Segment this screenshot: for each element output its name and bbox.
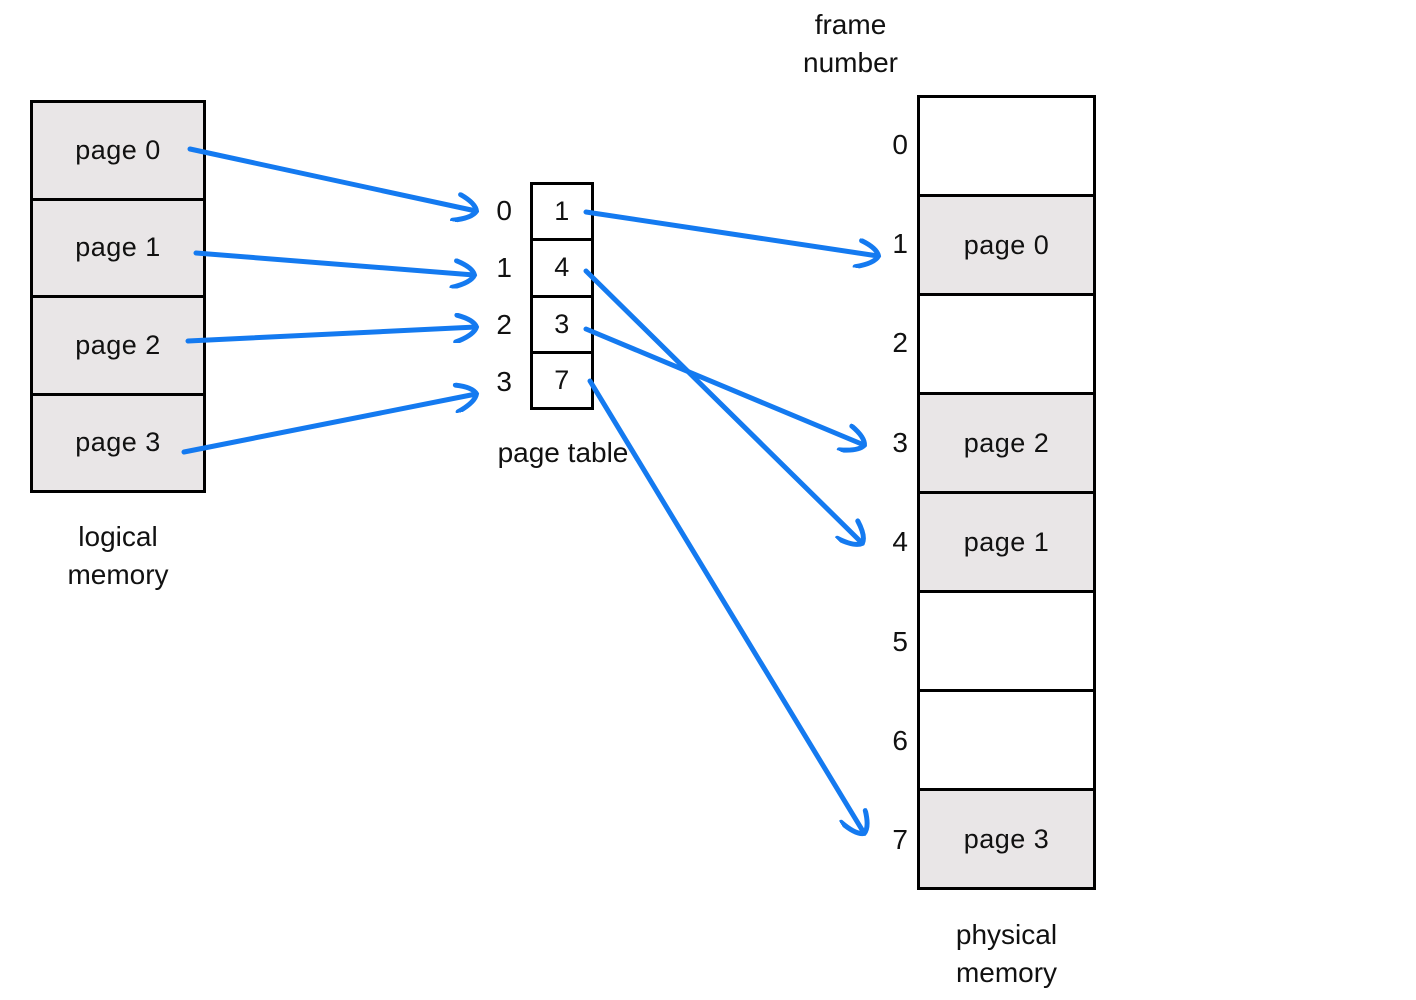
caption-line: memory xyxy=(67,559,169,590)
physical-memory-box: page 0 page 2 page 1 page 3 xyxy=(917,95,1096,890)
arrow-pt-entry0-to-frame1 xyxy=(583,209,878,256)
caption-line: physical xyxy=(955,919,1058,950)
logical-page-cell: page 2 xyxy=(33,295,203,393)
frame-number: 7 xyxy=(892,824,908,856)
physical-frame-cell: page 0 xyxy=(920,194,1093,293)
page-table-index: 3 xyxy=(496,365,512,397)
frame-number: 3 xyxy=(892,426,908,458)
page-table-value: 1 xyxy=(554,196,570,227)
page-table-cell: 4 xyxy=(533,238,591,295)
arrow-page3-to-pt-entry3 xyxy=(181,394,476,455)
arrow-page0-to-pt-entry0 xyxy=(187,146,476,211)
arrow-pt-entry1-to-frame4 xyxy=(583,268,862,543)
page-table-indices: 0 1 2 3 xyxy=(462,182,512,410)
arrow-page1-to-pt-entry1 xyxy=(193,250,474,275)
arrow-page2-to-pt-entry2 xyxy=(185,327,476,344)
logical-page-label: page 3 xyxy=(75,427,161,458)
caption-line: logical xyxy=(78,521,158,552)
page-table-cell: 7 xyxy=(533,350,591,407)
page-table-index: 1 xyxy=(496,251,512,283)
physical-frame-cell: page 2 xyxy=(920,392,1093,491)
page-table-value: 7 xyxy=(554,364,570,395)
frame-number-column: 0 1 2 3 4 5 6 7 xyxy=(856,95,908,890)
page-table-box: 1 4 3 7 xyxy=(530,182,594,410)
frame-number: 2 xyxy=(892,327,908,359)
physical-frame-cell xyxy=(920,98,1093,194)
frame-content: page 0 xyxy=(963,229,1050,260)
frame-content: page 2 xyxy=(963,427,1050,458)
logical-page-label: page 1 xyxy=(75,232,161,263)
physical-frame-cell xyxy=(920,590,1093,689)
frame-content: page 1 xyxy=(963,526,1050,557)
physical-frame-cell: page 3 xyxy=(920,788,1093,887)
logical-memory-caption: logical memory xyxy=(28,518,208,594)
logical-memory-box: page 0 page 1 page 2 page 3 xyxy=(30,100,206,493)
page-table-index: 2 xyxy=(496,308,512,340)
arrow-pt-entry2-to-frame3 xyxy=(583,326,864,445)
physical-frame-cell xyxy=(920,689,1093,788)
physical-frame-cell: page 1 xyxy=(920,491,1093,590)
page-table-cell: 3 xyxy=(533,294,591,351)
frame-content: page 3 xyxy=(963,823,1050,854)
logical-page-cell: page 1 xyxy=(33,197,203,295)
caption-line: number xyxy=(803,47,898,78)
logical-page-label: page 2 xyxy=(75,329,161,360)
page-table-value: 3 xyxy=(554,308,570,339)
caption-line: frame xyxy=(814,9,887,40)
frame-number: 6 xyxy=(892,724,908,756)
caption-line: memory xyxy=(955,957,1058,988)
logical-page-label: page 0 xyxy=(75,134,161,165)
frame-number: 5 xyxy=(892,625,908,657)
logical-page-cell: page 0 xyxy=(33,103,203,198)
frame-number: 1 xyxy=(892,228,908,260)
logical-page-cell: page 3 xyxy=(33,392,203,490)
physical-memory-caption: physical memory xyxy=(916,916,1097,992)
frame-number-caption: frame number xyxy=(778,6,923,82)
page-table-value: 4 xyxy=(554,252,570,283)
page-table-caption: page table xyxy=(497,437,629,468)
physical-frame-cell xyxy=(920,293,1093,392)
frame-number: 4 xyxy=(892,526,908,558)
page-table-cell: 1 xyxy=(533,185,591,239)
page-table-index: 0 xyxy=(496,194,512,226)
frame-number: 0 xyxy=(892,128,908,160)
